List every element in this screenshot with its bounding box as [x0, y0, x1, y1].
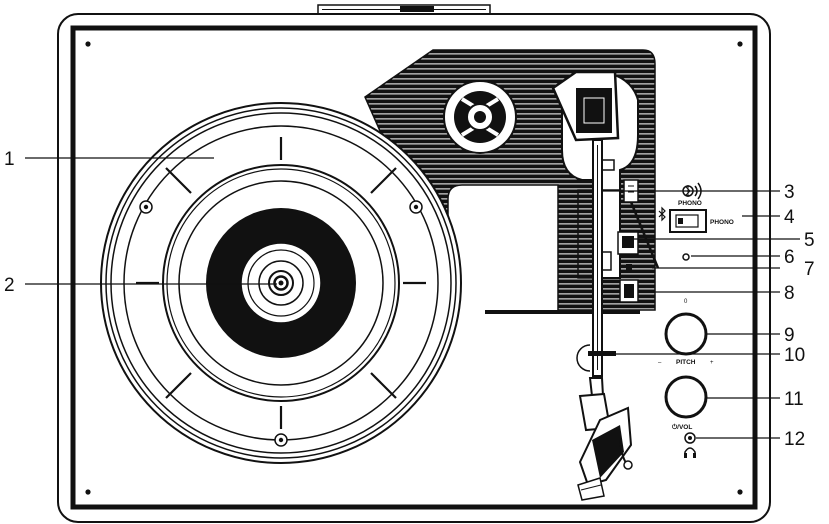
- power-volume-knob[interactable]: [664, 375, 708, 419]
- callout-12: 12: [784, 429, 805, 450]
- record-clip: [443, 80, 517, 154]
- power-volume-label: ⏻/VOL: [672, 423, 692, 431]
- phono-bluetooth-switch[interactable]: [669, 209, 707, 233]
- callout-9: 9: [784, 325, 795, 346]
- callout-numbers: 1 2 3 4 5 6 7 8 9 10 11 12: [4, 149, 815, 450]
- callout-11: 11: [784, 389, 804, 410]
- counterweight: [551, 70, 620, 142]
- headphones-icon: [684, 447, 696, 458]
- leader-lines: [25, 157, 800, 439]
- phono-switch-label: PHONO: [710, 219, 734, 226]
- pitch-knob[interactable]: [664, 312, 708, 356]
- callout-4: 4: [784, 207, 795, 228]
- pitch-label: PITCH: [676, 359, 696, 366]
- top-hinge: [317, 4, 491, 15]
- callout-6: 6: [784, 247, 795, 268]
- callout-8: 8: [784, 283, 795, 304]
- headphone-jack[interactable]: [684, 432, 696, 444]
- corner-screws: [85, 41, 743, 495]
- headshell: [577, 377, 633, 501]
- pitch-zero-label: 0: [684, 299, 688, 305]
- callout-3: 3: [784, 182, 795, 203]
- spindle: [268, 270, 294, 296]
- phono-top-label: PHONO: [678, 200, 702, 207]
- callout-7: 7: [804, 259, 815, 280]
- callout-2: 2: [4, 275, 15, 296]
- callout-10: 10: [784, 345, 805, 366]
- callout-5: 5: [804, 230, 815, 251]
- bluetooth-icon: [658, 206, 666, 222]
- tonearm-controls: [617, 179, 660, 303]
- pitch-plus-label: +: [710, 360, 714, 366]
- indicator-led: [682, 253, 690, 261]
- callout-1: 1: [4, 149, 15, 170]
- pitch-minus-label: –: [658, 360, 662, 366]
- tone-arm: [592, 139, 603, 377]
